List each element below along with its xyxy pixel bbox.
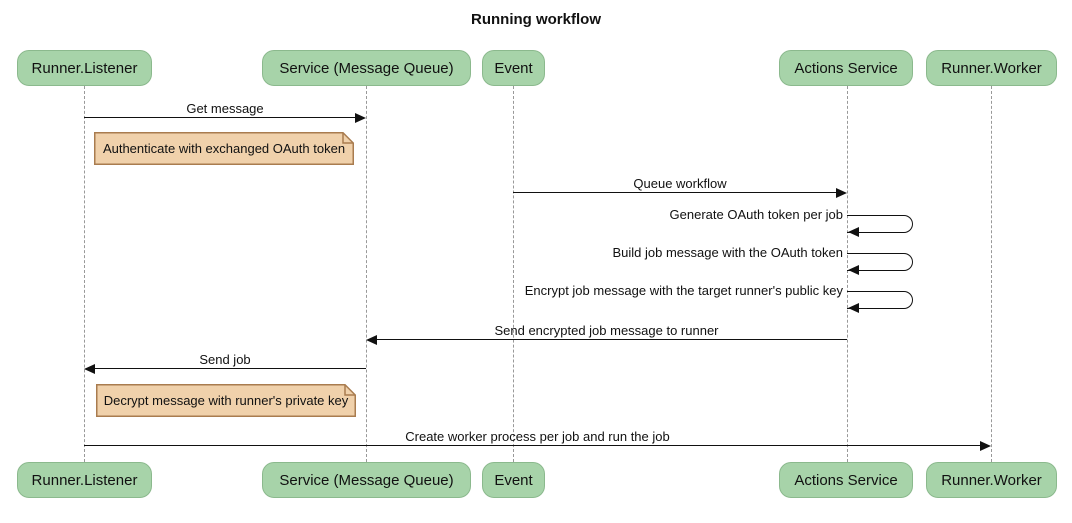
self-loop-generate-token — [847, 215, 913, 233]
note-shape — [96, 384, 356, 417]
arrow-line-get-message — [84, 117, 357, 118]
arrowhead-left-icon — [848, 265, 859, 275]
arrowhead-left-icon — [848, 227, 859, 237]
note-decrypt: Decrypt message with runner's private ke… — [96, 384, 356, 417]
arrowhead-left-icon — [848, 303, 859, 313]
note-decrypt-text: Decrypt message with runner's private ke… — [103, 393, 349, 408]
actor-top-actions-service: Actions Service — [779, 50, 913, 86]
note-shape — [94, 132, 354, 165]
message-label-encrypt-job-message: Encrypt job message with the target runn… — [524, 283, 843, 298]
actor-bottom-runner-listener: Runner.Listener — [17, 462, 152, 498]
message-label-get-message: Get message — [186, 101, 264, 116]
arrow-line-send-encrypted — [375, 339, 847, 340]
actor-bottom-event: Event — [482, 462, 545, 498]
note-authenticate-text: Authenticate with exchanged OAuth token — [102, 141, 346, 156]
arrowhead-right-icon — [980, 441, 991, 451]
lifeline-service-mq — [366, 86, 367, 462]
message-label-send-job: Send job — [199, 352, 251, 367]
arrow-line-queue-workflow — [513, 192, 838, 193]
actor-top-runner-listener: Runner.Listener — [17, 50, 152, 86]
arrowhead-left-icon — [366, 335, 377, 345]
message-label-generate-token: Generate OAuth token per job — [669, 207, 843, 222]
arrow-line-create-worker — [84, 445, 982, 446]
message-label-build-job-message: Build job message with the OAuth token — [612, 245, 843, 260]
self-loop-encrypt-job-message — [847, 291, 913, 309]
lifeline-event — [513, 86, 514, 462]
lifeline-runner-worker — [991, 86, 992, 462]
actor-bottom-actions-service: Actions Service — [779, 462, 913, 498]
self-loop-build-job-message — [847, 253, 913, 271]
arrowhead-right-icon — [836, 188, 847, 198]
arrow-line-send-job — [93, 368, 366, 369]
actor-bottom-service-mq: Service (Message Queue) — [262, 462, 471, 498]
message-label-queue-workflow: Queue workflow — [633, 176, 727, 191]
arrowhead-right-icon — [355, 113, 366, 123]
message-label-send-encrypted: Send encrypted job message to runner — [494, 323, 719, 338]
diagram-title: Running workflow — [471, 11, 601, 28]
message-label-create-worker: Create worker process per job and run th… — [405, 429, 670, 444]
lifeline-actions-service — [847, 86, 848, 462]
actor-top-event: Event — [482, 50, 545, 86]
actor-bottom-runner-worker: Runner.Worker — [926, 462, 1057, 498]
note-authenticate: Authenticate with exchanged OAuth token — [94, 132, 354, 165]
arrowhead-left-icon — [84, 364, 95, 374]
actor-top-runner-worker: Runner.Worker — [926, 50, 1057, 86]
lifeline-runner-listener — [84, 86, 85, 462]
actor-top-service-mq: Service (Message Queue) — [262, 50, 471, 86]
